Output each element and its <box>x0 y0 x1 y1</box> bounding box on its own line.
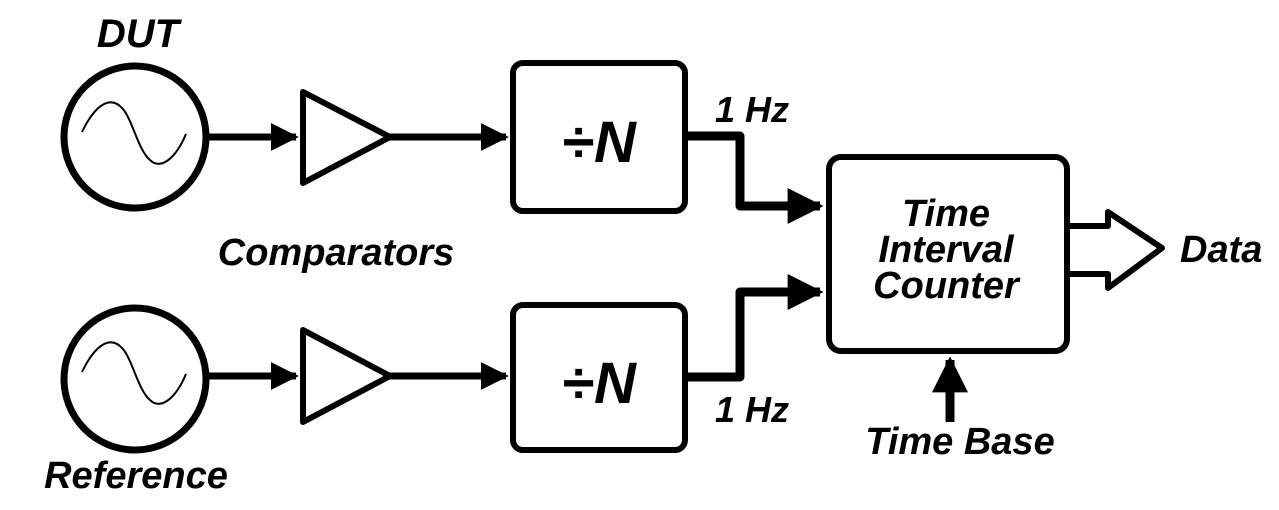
divider-bottom-to-counter-arrow <box>685 274 824 382</box>
data-output-label: Data <box>1180 229 1262 271</box>
sine-wave-icon <box>81 101 187 165</box>
comparators-label: Comparators <box>218 232 455 274</box>
comparator-bottom <box>300 327 393 425</box>
data-output-arrow <box>1067 209 1165 291</box>
comparator-top <box>300 89 393 186</box>
counter-label-line-3: Counter <box>873 265 1021 307</box>
dut-source <box>60 62 210 212</box>
divider-bottom-output-label: 1 Hz <box>715 389 789 430</box>
counter-label-line-2: Interval <box>878 229 1015 271</box>
reference-source <box>60 304 210 454</box>
sine-wave-icon <box>81 341 187 405</box>
counter-label-line-1: Time <box>902 193 990 235</box>
time-interval-counter <box>826 154 1070 354</box>
reference-label: Reference <box>44 455 228 497</box>
divider-top-output-label: 1 Hz <box>715 89 789 130</box>
time-base-label: Time Base <box>865 421 1054 463</box>
divider-top-to-counter-arrow <box>685 131 824 224</box>
divider-top-label: ÷N <box>562 110 637 175</box>
divider-bottom-label: ÷N <box>562 351 637 416</box>
dut-label: DUT <box>97 12 183 56</box>
